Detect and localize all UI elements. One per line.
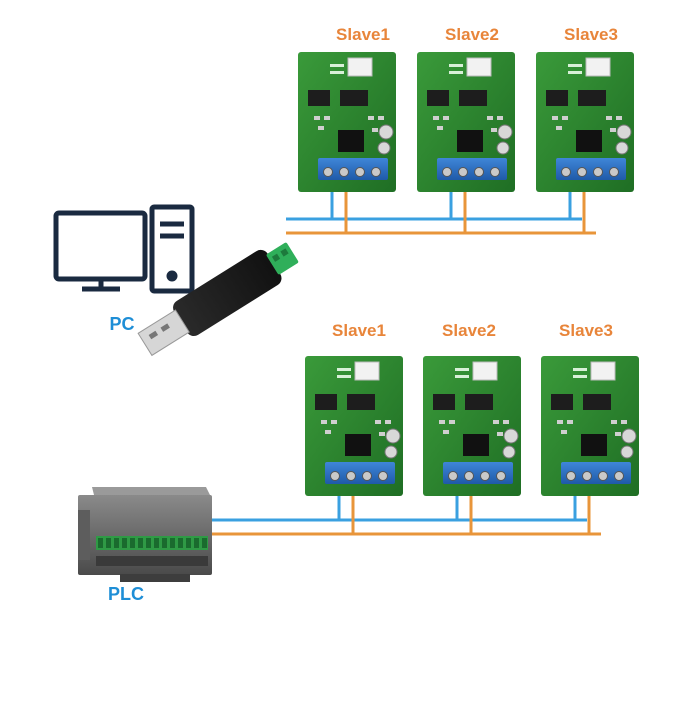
plc-terminal-row xyxy=(98,538,207,548)
monitor-icon xyxy=(53,210,148,292)
slave-label: Slave2 xyxy=(445,25,499,44)
host-label: PLC xyxy=(108,584,144,604)
slave-board xyxy=(541,356,639,496)
slave-board xyxy=(305,356,403,496)
boards-layer xyxy=(298,52,639,496)
tower-icon xyxy=(149,204,195,294)
slave-label: Slave2 xyxy=(442,321,496,340)
usb-rs485-adapter xyxy=(137,242,299,357)
slave-board xyxy=(423,356,521,496)
plc-device xyxy=(78,487,212,582)
slave-label: Slave3 xyxy=(564,25,618,44)
host-label: PC xyxy=(109,314,134,334)
slave-board xyxy=(298,52,396,192)
slave-board xyxy=(536,52,634,192)
slave-label: Slave1 xyxy=(332,321,386,340)
pc-computer-icon xyxy=(53,204,195,294)
slave-label: Slave3 xyxy=(559,321,613,340)
slave-board xyxy=(417,52,515,192)
slave-label: Slave1 xyxy=(336,25,390,44)
